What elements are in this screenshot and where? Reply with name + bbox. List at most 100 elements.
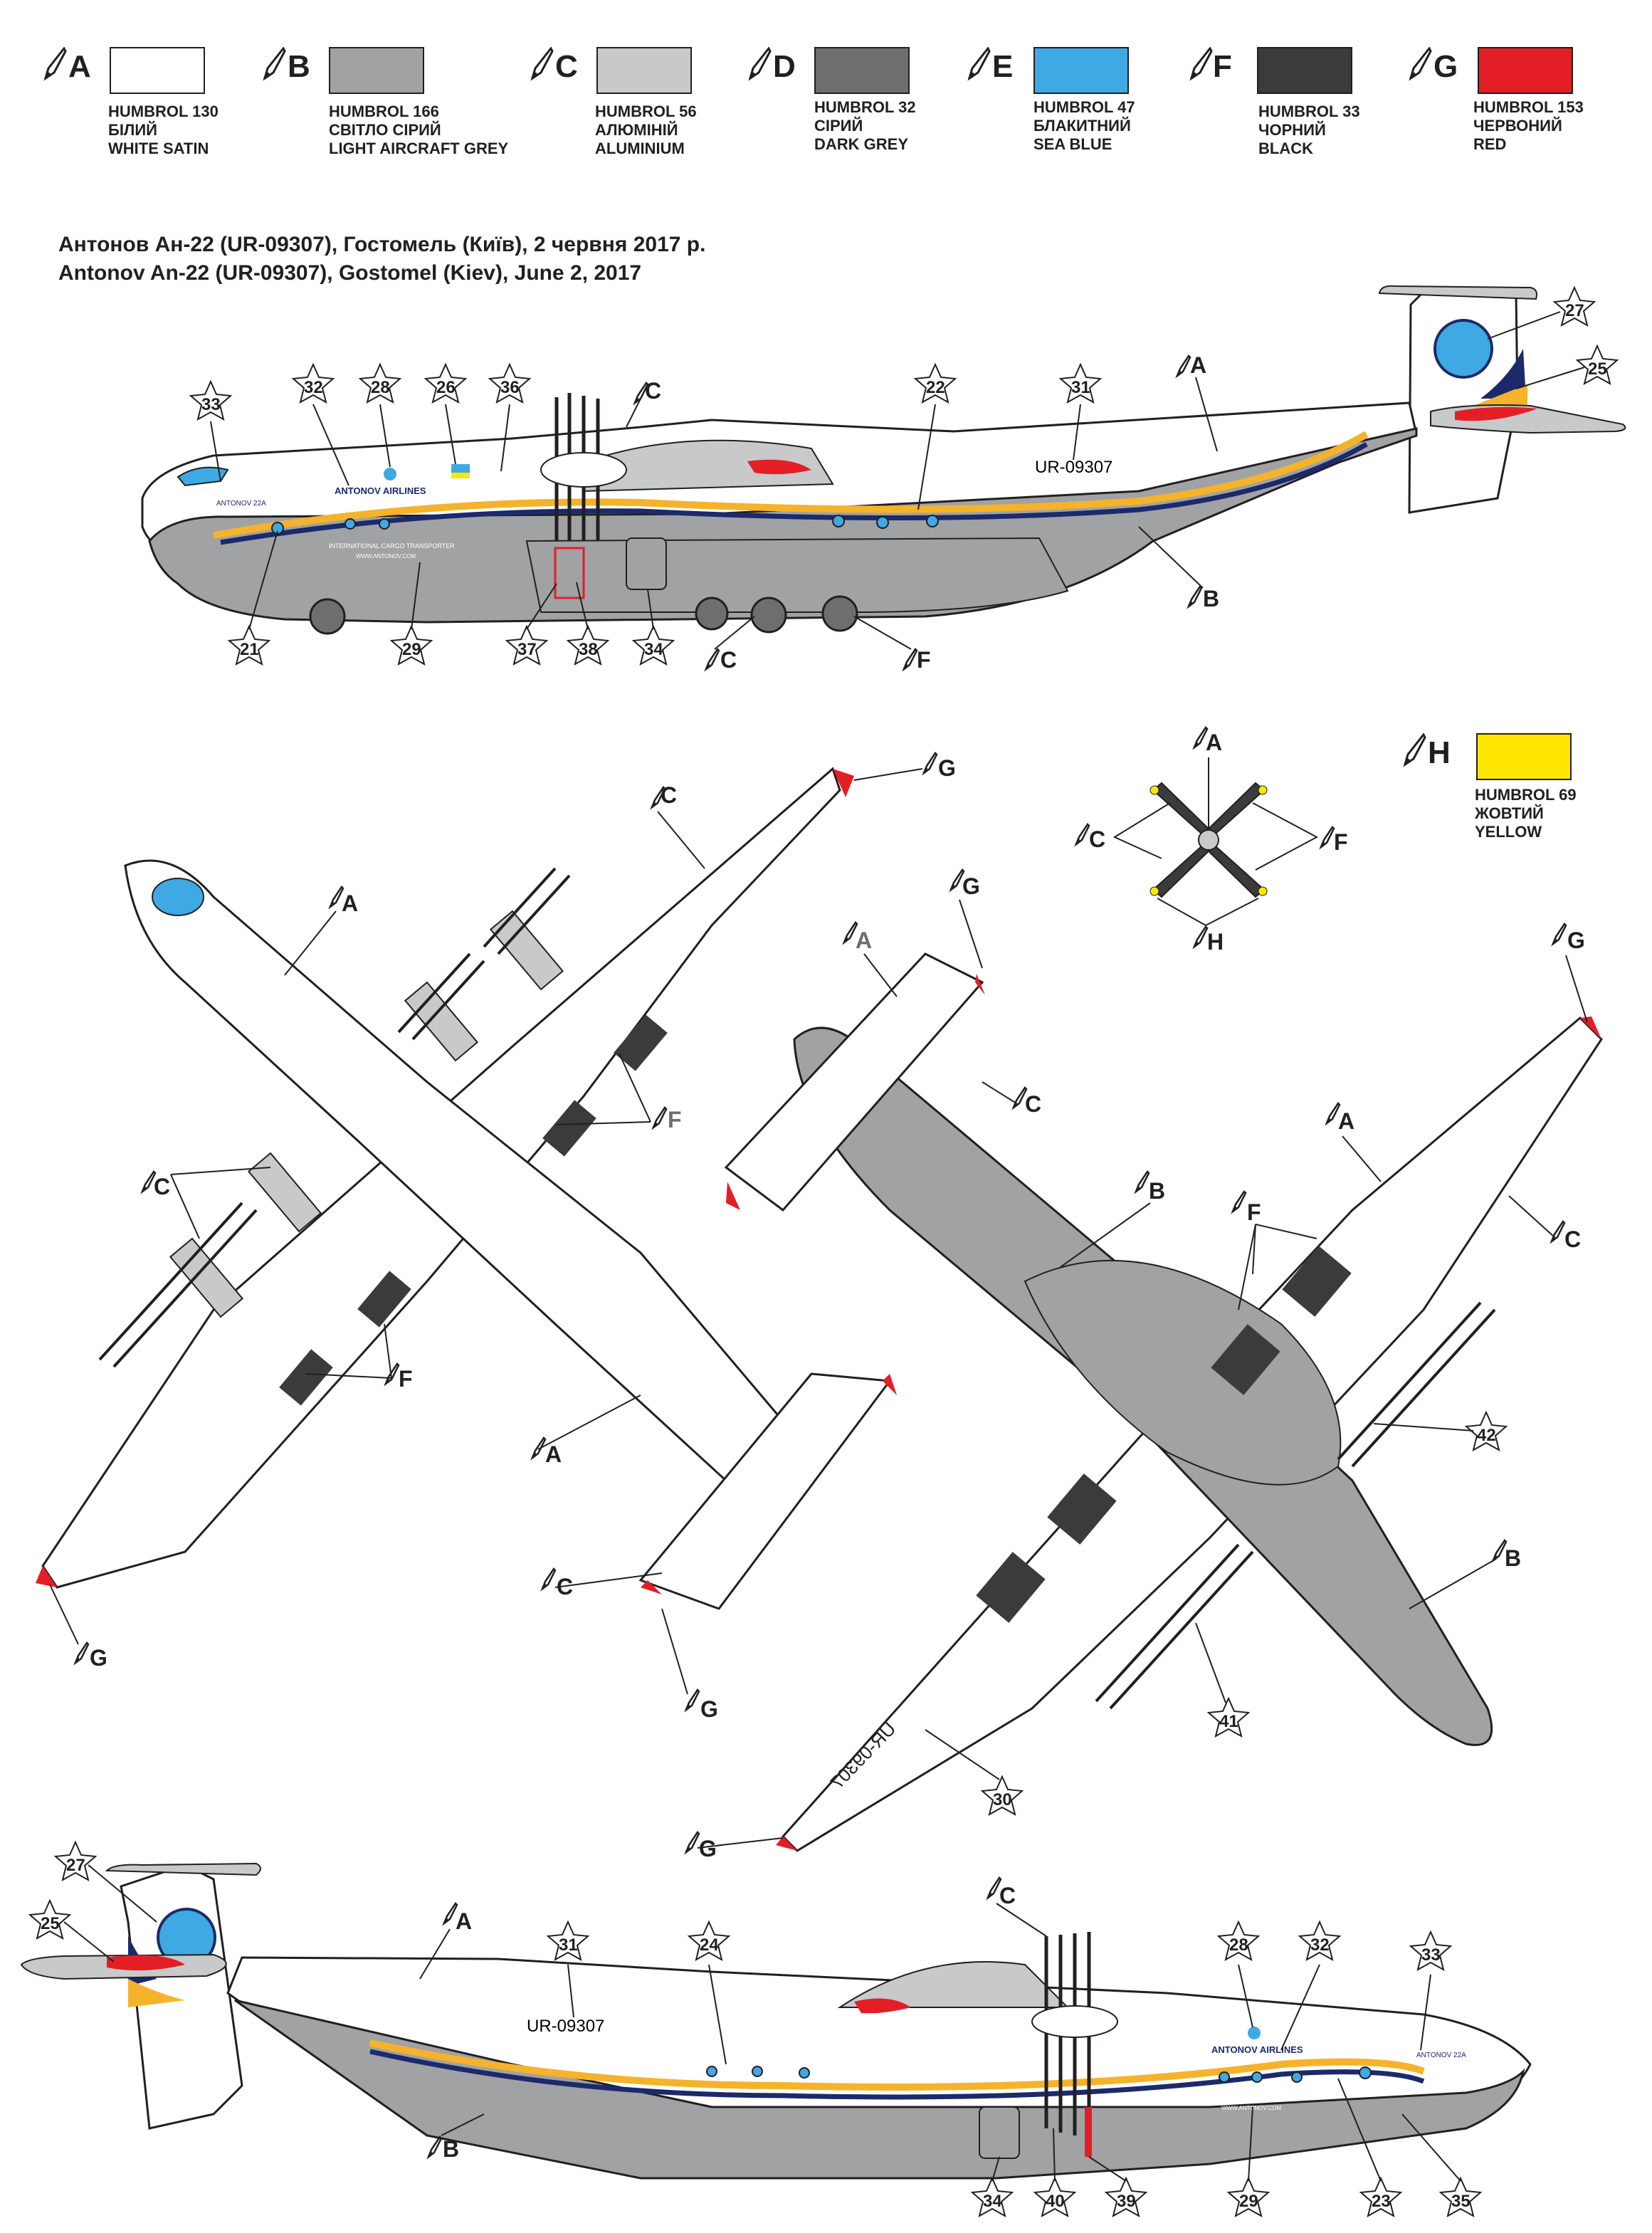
svg-text:32: 32 <box>304 378 323 397</box>
brush-icon <box>748 47 772 81</box>
swatch-color <box>814 47 910 94</box>
star-callout: 38 <box>566 624 610 666</box>
paint-label: C <box>1564 1226 1581 1252</box>
svg-text:34: 34 <box>983 2192 1002 2211</box>
brush-icon <box>541 1567 557 1590</box>
caption-english: Antonov An-22 (UR-09307), Gostomel (Kiev… <box>58 261 642 285</box>
plan-view-under-surface: UR-09307 G A C G A B F C B G <box>685 868 1603 1861</box>
paint-label: H <box>1207 929 1224 955</box>
star-callout: 26 <box>423 362 468 404</box>
star-callouts-top-profile: 33 32 28 26 36 22 31 27 25 21 29 37 38 3… <box>189 285 1619 666</box>
paint-label: C <box>720 647 737 673</box>
star-callout: 29 <box>1226 2176 1270 2217</box>
brush-icon <box>1550 1220 1566 1243</box>
star-callout: 33 <box>189 379 233 421</box>
brush-icon <box>705 648 720 671</box>
website-text: WWW.ANTONOV.COM <box>1221 2105 1281 2111</box>
svg-text:31: 31 <box>559 1935 578 1955</box>
paint-label: B <box>443 2136 459 2162</box>
svg-text:32: 32 <box>1310 1935 1330 1955</box>
paint-label: C <box>999 1883 1016 1908</box>
star-callout: 35 <box>1438 2176 1483 2217</box>
swatch-color <box>110 47 205 94</box>
paint-label: F <box>399 1366 413 1392</box>
svg-text:42: 42 <box>1477 1426 1496 1445</box>
registration-text: UR-09307 <box>527 2017 604 2036</box>
star-callout: 40 <box>1033 2176 1077 2217</box>
brush-icon <box>1403 733 1426 767</box>
brush-icon <box>43 47 67 81</box>
paint-label: C <box>645 378 661 404</box>
star-callout: 33 <box>1409 1930 1453 1971</box>
cargo-text: INTERNATIONAL CARGO TRANSPORTER <box>1186 2094 1312 2101</box>
swatch-color <box>596 47 692 94</box>
brush-icon <box>1193 925 1209 948</box>
paint-label: B <box>1203 586 1219 611</box>
star-callout: 21 <box>227 624 271 666</box>
paint-label: G <box>1567 928 1585 953</box>
star-callout: 36 <box>488 362 532 404</box>
brush-icon <box>1231 1190 1247 1213</box>
svg-text:22: 22 <box>926 378 945 397</box>
paint-label: F <box>1247 1199 1261 1225</box>
brush-icon <box>530 47 554 81</box>
star-callout: 29 <box>389 624 433 666</box>
star-callout: 28 <box>1216 1920 1261 1961</box>
paint-label: A <box>1338 1108 1354 1134</box>
brush-icon <box>263 47 286 81</box>
svg-text:37: 37 <box>517 640 537 659</box>
brush-icon <box>685 1688 700 1711</box>
svg-text:23: 23 <box>1372 2192 1391 2211</box>
swatch-color <box>329 47 424 94</box>
svg-text:24: 24 <box>700 1935 719 1955</box>
svg-text:33: 33 <box>1421 1945 1441 1965</box>
brush-icon <box>1187 585 1203 608</box>
registration-text: UR-09307 <box>1035 458 1112 477</box>
star-callout: 34 <box>631 624 675 666</box>
swatch-color <box>1257 47 1352 94</box>
side-view-right-profile: UR-09307 ANTONOV AIRLINES ANTONOV 22A IN… <box>20 1840 1532 2217</box>
plan-view-top-surface: G C A F C F A C G G <box>36 752 956 1722</box>
website-text: WWW.ANTONOV.COM <box>356 553 416 559</box>
brush-icon <box>427 2135 443 2158</box>
brush-icon <box>1075 823 1090 846</box>
swatch-letter: A <box>68 49 91 84</box>
star-callout: 28 <box>358 362 402 404</box>
brush-icon <box>1176 354 1191 377</box>
paint-label: G <box>938 755 956 781</box>
star-callout: 22 <box>913 362 957 404</box>
svg-text:35: 35 <box>1451 2192 1471 2211</box>
paint-label: A <box>545 1441 562 1467</box>
swatch-letter: D <box>773 49 796 84</box>
airline-text: ANTONOV AIRLINES <box>1211 2044 1303 2055</box>
paint-label: G <box>962 873 980 899</box>
brush-icon <box>1320 826 1335 848</box>
svg-text:33: 33 <box>201 395 221 414</box>
svg-text:40: 40 <box>1046 2192 1065 2211</box>
svg-text:41: 41 <box>1219 1712 1238 1731</box>
svg-text:27: 27 <box>1565 301 1584 320</box>
caption-ukrainian: Антонов Ан-22 (UR-09307), Гостомель (Киї… <box>58 233 706 256</box>
swatch-letter: B <box>288 49 310 84</box>
svg-text:25: 25 <box>1588 359 1607 379</box>
paint-label: F <box>1334 829 1348 855</box>
brush-icon <box>903 648 918 671</box>
brush-icon <box>1135 1170 1150 1193</box>
paint-label: F <box>668 1107 682 1133</box>
swatch-letter: F <box>1213 49 1232 84</box>
paint-label: C <box>154 1174 170 1199</box>
brush-icon <box>1409 47 1432 81</box>
paint-label: G <box>90 1645 107 1671</box>
paint-label: A <box>342 890 358 916</box>
star-callout: 42 <box>1464 1410 1508 1451</box>
star-callout: 27 <box>53 1840 98 1881</box>
star-callout: 27 <box>1552 285 1596 327</box>
type-name-text: ANTONOV 22A <box>1416 2051 1466 2059</box>
paint-label: A <box>1190 352 1206 378</box>
cargo-text: INTERNATIONAL CARGO TRANSPORTER <box>329 542 455 550</box>
svg-text:26: 26 <box>436 378 456 397</box>
